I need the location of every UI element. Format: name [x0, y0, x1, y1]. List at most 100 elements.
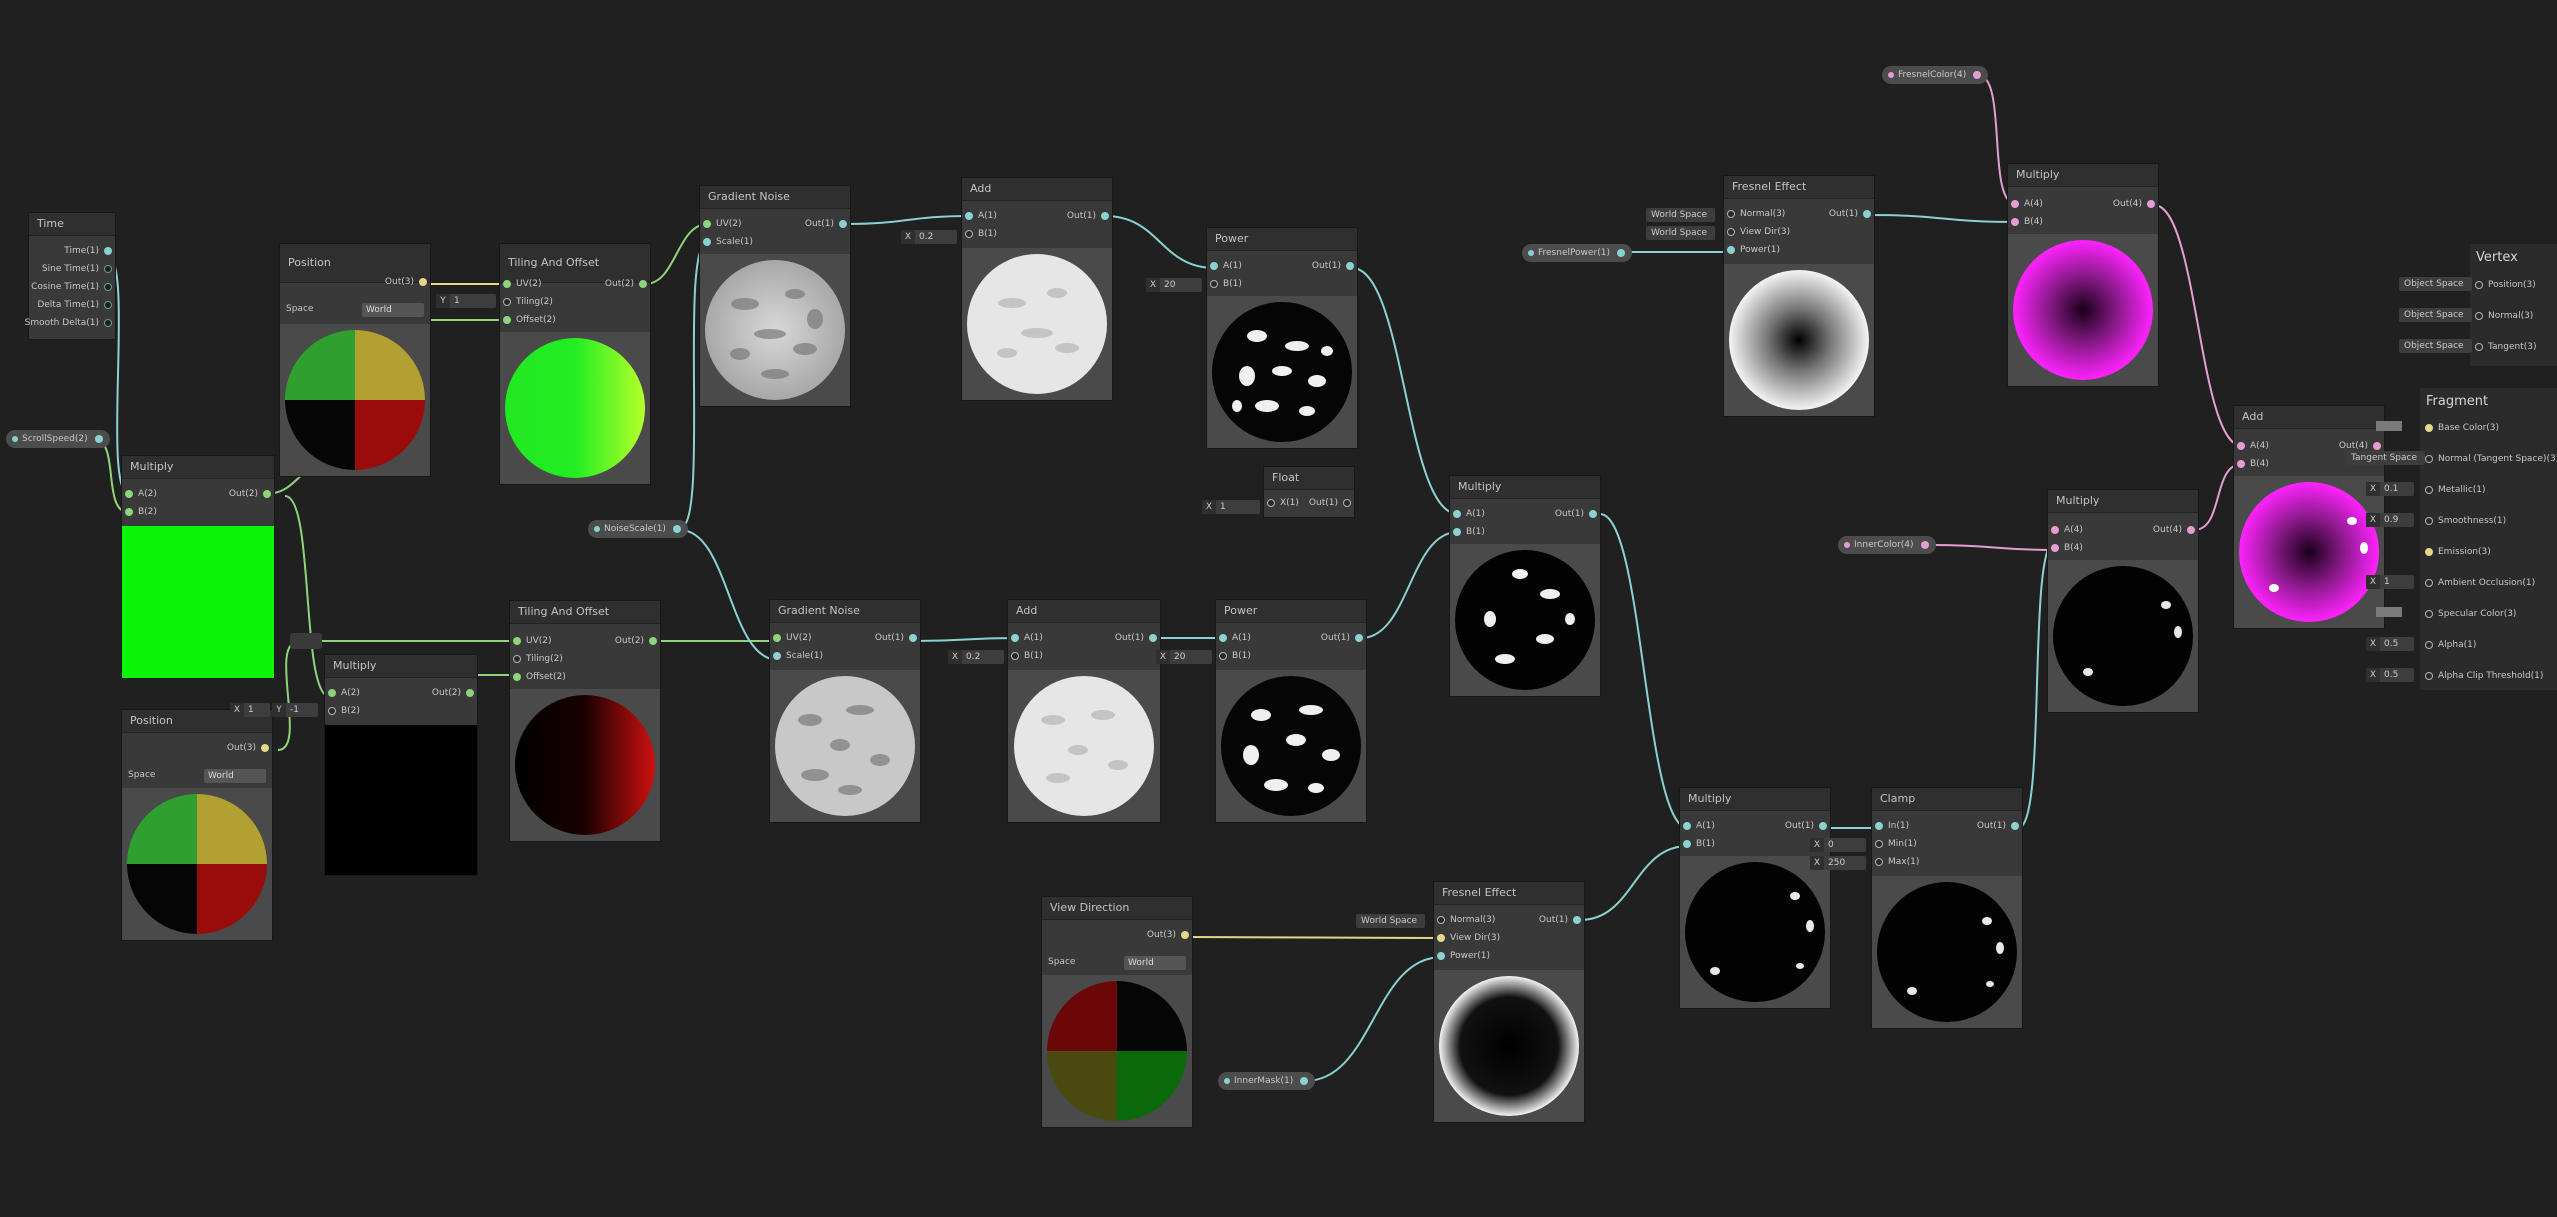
input-port[interactable]: A(1): [1680, 818, 1715, 834]
clamp-node[interactable]: Clamp In(1) Min(1) Max(1) Out(1): [1872, 788, 2022, 1028]
add-node-2[interactable]: Add A(1) B(1) Out(1): [1008, 600, 1160, 822]
input-port[interactable]: B(1): [1216, 648, 1251, 664]
output-port[interactable]: Out(1): [1309, 495, 1354, 511]
input-port[interactable]: A(4): [2048, 522, 2083, 538]
output-port[interactable]: Cosine Time(1): [31, 279, 115, 295]
fragment-port-emission[interactable]: Emission(3): [2422, 544, 2491, 560]
multiply-node-mid[interactable]: Multiply A(1) B(1) Out(1): [1450, 476, 1600, 696]
input-port[interactable]: Power(1): [1724, 242, 1780, 258]
port-dot[interactable]: [2425, 486, 2433, 494]
port-dot[interactable]: [1727, 228, 1735, 236]
output-port-dot[interactable]: [1616, 249, 1625, 257]
port-dot[interactable]: [1437, 916, 1445, 924]
port-dot[interactable]: [2425, 610, 2433, 618]
port-dot[interactable]: [639, 280, 647, 288]
output-port[interactable]: Out(1): [805, 216, 850, 232]
fragment-port-specular-color[interactable]: Specular Color(3): [2422, 606, 2516, 622]
port-dot[interactable]: [1355, 634, 1363, 642]
input-port[interactable]: UV(2): [700, 216, 742, 232]
input-port[interactable]: B(1): [1008, 648, 1043, 664]
input-port[interactable]: Normal(3): [1724, 206, 1785, 222]
port-dot[interactable]: [965, 230, 973, 238]
vertex-position-space[interactable]: Object Space: [2399, 277, 2472, 291]
view-direction-node[interactable]: View Direction Out(3) Space World: [1042, 897, 1192, 1127]
port-dot[interactable]: [125, 490, 133, 498]
port-dot[interactable]: [513, 655, 521, 663]
port-dot[interactable]: [2425, 548, 2433, 556]
input-port[interactable]: Tiling(2): [510, 651, 563, 667]
port-dot[interactable]: [1437, 934, 1445, 942]
port-dot[interactable]: [1863, 210, 1871, 218]
input-port[interactable]: Scale(1): [770, 648, 823, 664]
port-dot[interactable]: [513, 637, 521, 645]
port-dot[interactable]: [2425, 672, 2433, 680]
vertex-port-normal[interactable]: Normal(3): [2472, 308, 2533, 324]
output-port[interactable]: Smooth Delta(1): [25, 315, 115, 331]
tiling-offset-node-1[interactable]: Tiling And Offset UV(2) Tiling(2) Offset…: [500, 244, 650, 484]
port-dot[interactable]: [1181, 931, 1189, 939]
input-port[interactable]: View Dir(3): [1434, 930, 1500, 946]
input-port[interactable]: A(1): [1207, 258, 1242, 274]
port-dot[interactable]: [1683, 840, 1691, 848]
port-dot[interactable]: [773, 634, 781, 642]
input-port[interactable]: B(1): [962, 226, 997, 242]
fresnel-power-property[interactable]: FresnelPower(1): [1522, 244, 1632, 262]
multiply-node-2[interactable]: Multiply A(2) B(2) Out(2): [325, 655, 477, 875]
input-port[interactable]: B(4): [2008, 214, 2043, 230]
port-dot[interactable]: [773, 652, 781, 660]
specular-color-swatch[interactable]: [2376, 607, 2402, 617]
input-port[interactable]: Scale(1): [700, 234, 753, 250]
port-dot[interactable]: [1149, 634, 1157, 642]
port-dot[interactable]: [2011, 200, 2019, 208]
input-port[interactable]: A(2): [122, 486, 157, 502]
output-port[interactable]: Out(2): [615, 633, 660, 649]
port-dot[interactable]: [2051, 544, 2059, 552]
port-dot[interactable]: [649, 637, 657, 645]
fresnel-color-property[interactable]: FresnelColor(4): [1882, 66, 1989, 84]
output-port[interactable]: Out(1): [1555, 506, 1600, 522]
input-port[interactable]: A(1): [962, 208, 997, 224]
input-port[interactable]: UV(2): [510, 633, 552, 649]
tiling-offset-node-2[interactable]: Tiling And Offset UV(2) Tiling(2) Offset…: [510, 601, 660, 841]
fresnel-effect-node-1[interactable]: Fresnel Effect Normal(3) View Dir(3) Pow…: [1724, 176, 1874, 416]
output-port[interactable]: Out(1): [1067, 208, 1112, 224]
output-port[interactable]: Out(3): [227, 740, 272, 756]
port-dot[interactable]: [2425, 424, 2433, 432]
port-dot[interactable]: [104, 247, 112, 255]
output-port-dot[interactable]: [672, 525, 681, 533]
port-dot[interactable]: [1267, 499, 1275, 507]
port-dot[interactable]: [513, 673, 521, 681]
port-dot[interactable]: [104, 319, 112, 327]
port-dot[interactable]: [839, 220, 847, 228]
float-node[interactable]: Float X(1) Out(1): [1264, 467, 1354, 517]
port-dot[interactable]: [328, 689, 336, 697]
port-dot[interactable]: [703, 238, 711, 246]
fragment-context[interactable]: Fragment Base Color(3) Normal (Tangent S…: [2420, 388, 2557, 690]
multiply-node-1[interactable]: Multiply A(2) B(2) Out(2): [122, 456, 274, 678]
gradient-noise-node-1[interactable]: Gradient Noise UV(2) Scale(1) Out(1): [700, 186, 850, 406]
input-port[interactable]: Min(1): [1872, 836, 1917, 852]
port-dot[interactable]: [1875, 840, 1883, 848]
vertex-tangent-space[interactable]: Object Space: [2399, 339, 2472, 353]
port-dot[interactable]: [419, 278, 427, 286]
space-dropdown[interactable]: World: [362, 303, 424, 317]
space-dropdown[interactable]: World: [1124, 956, 1186, 970]
port-dot[interactable]: [2147, 200, 2155, 208]
multiply-node-low[interactable]: Multiply A(1) B(1) Out(1): [1680, 788, 1830, 1008]
port-dot[interactable]: [1683, 822, 1691, 830]
add-node-1[interactable]: Add A(1) B(1) Out(1): [962, 178, 1112, 400]
input-port[interactable]: A(4): [2008, 196, 2043, 212]
output-port[interactable]: Out(1): [875, 630, 920, 646]
port-dot[interactable]: [1727, 246, 1735, 254]
input-port[interactable]: In(1): [1872, 818, 1909, 834]
output-port[interactable]: Out(1): [1977, 818, 2022, 834]
power-node-1[interactable]: Power A(1) B(1) Out(1): [1207, 228, 1357, 448]
